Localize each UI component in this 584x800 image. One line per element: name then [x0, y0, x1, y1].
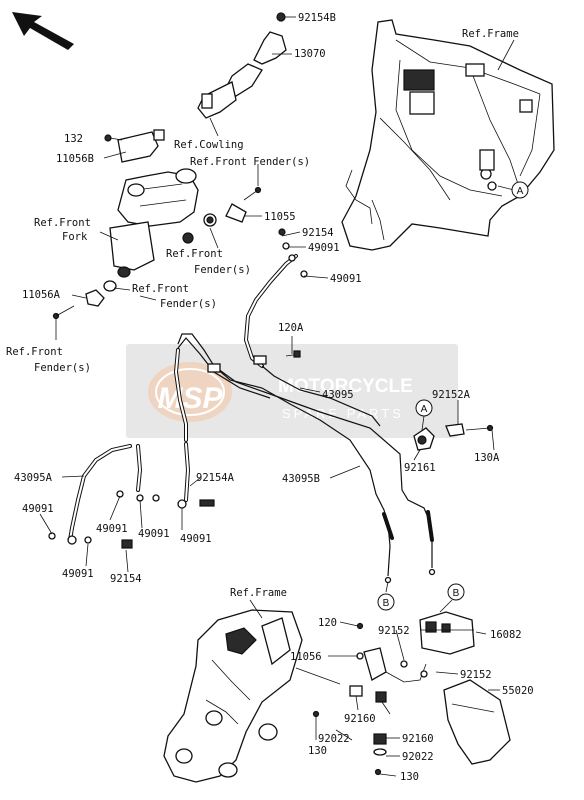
label-92022-a: 92022 — [318, 733, 350, 745]
label-ref-front-fender-3b: Fender(s) — [160, 298, 217, 310]
brake-hoses-upper — [243, 228, 308, 368]
label-43095: 43095 — [322, 389, 354, 401]
label-11056b: 11056B — [56, 153, 94, 165]
label-92161: 92161 — [404, 462, 436, 474]
bracket-92152a-illustration — [413, 423, 494, 451]
label-92152a: 92152A — [432, 389, 471, 401]
front-direction-arrow-icon — [12, 12, 74, 50]
label-13070: 13070 — [294, 48, 326, 60]
svg-text:A: A — [421, 404, 428, 415]
part-labels: 92154B 13070 Ref.Frame Ref.Cowling 132 1… — [6, 12, 534, 783]
label-ref-front-fender-1: Ref.Front Fender(s) — [190, 156, 310, 168]
label-ref-front-fender-2a: Ref.Front — [166, 248, 223, 260]
label-ref-front-fender-3a: Ref.Front — [132, 283, 189, 295]
cowling-bracket-illustration — [197, 12, 287, 119]
label-49091-mid-3: 49091 — [180, 533, 212, 545]
label-132: 132 — [64, 133, 83, 145]
label-ref-frame-bottom: Ref.Frame — [230, 587, 287, 599]
label-92154a: 92154A — [196, 472, 235, 484]
label-92154-bottom: 92154 — [110, 573, 142, 585]
front-fork-illustration — [104, 129, 262, 278]
label-49091-mid-2: 49091 — [138, 528, 170, 540]
callout-a-top: A — [511, 181, 529, 199]
brake-lines-long — [173, 333, 436, 584]
label-11056a: 11056A — [22, 289, 61, 301]
label-92152-lower: 92152 — [460, 669, 492, 681]
watermark-brand: MSP — [157, 382, 223, 415]
label-120a: 120A — [278, 322, 304, 334]
label-ref-front-fork-b: Fork — [62, 231, 88, 243]
callout-b-right: B — [447, 583, 465, 601]
clamp-11056a-illustration — [52, 280, 117, 320]
label-92160-b: 92160 — [402, 733, 434, 745]
label-43095b: 43095B — [282, 473, 320, 485]
svg-text:B: B — [383, 598, 390, 609]
label-ref-frame-top: Ref.Frame — [462, 28, 519, 40]
label-49091-bottom: 49091 — [62, 568, 94, 580]
label-11056: 11056 — [290, 651, 322, 663]
label-ref-front-fender-4a: Ref.Front — [6, 346, 63, 358]
label-ref-front-fender-2b: Fender(s) — [194, 264, 251, 276]
label-49091-top: 49091 — [308, 242, 340, 254]
watermark-subtitle: SPARE PARTS — [282, 406, 404, 421]
label-130-a: 130 — [308, 745, 327, 757]
leader-lines — [39, 16, 515, 777]
label-11055: 11055 — [264, 211, 296, 223]
label-92022-b: 92022 — [402, 751, 434, 763]
label-120: 120 — [318, 617, 337, 629]
label-16082: 16082 — [490, 629, 522, 641]
label-92154-top: 92154 — [302, 227, 334, 239]
label-43095a: 43095A — [14, 472, 53, 484]
frame-top-illustration — [341, 19, 555, 251]
label-49091-left: 49091 — [22, 503, 54, 515]
watermark-title: MOTORCYCLE — [278, 376, 413, 397]
label-ref-front-fender-4b: Fender(s) — [34, 362, 91, 374]
svg-text:B: B — [453, 588, 460, 599]
callout-a-middle: A — [415, 399, 433, 417]
label-92154b: 92154B — [298, 12, 336, 24]
label-49091-upper: 49091 — [330, 273, 362, 285]
label-92160-a: 92160 — [344, 713, 376, 725]
abs-unit-illustration — [312, 611, 511, 776]
svg-text:A: A — [517, 186, 524, 197]
label-ref-front-fork-a: Ref.Front — [34, 217, 91, 229]
label-49091-mid-1: 49091 — [96, 523, 128, 535]
brake-hoses-lower-left — [48, 442, 215, 549]
label-55020: 55020 — [502, 685, 534, 697]
label-130-b: 130 — [400, 771, 419, 783]
callout-b-left: B — [377, 593, 395, 611]
frame-bottom-illustration — [163, 609, 303, 783]
label-92152-upper: 92152 — [378, 625, 410, 637]
label-ref-cowling: Ref.Cowling — [174, 139, 244, 151]
label-130a: 130A — [474, 452, 500, 464]
